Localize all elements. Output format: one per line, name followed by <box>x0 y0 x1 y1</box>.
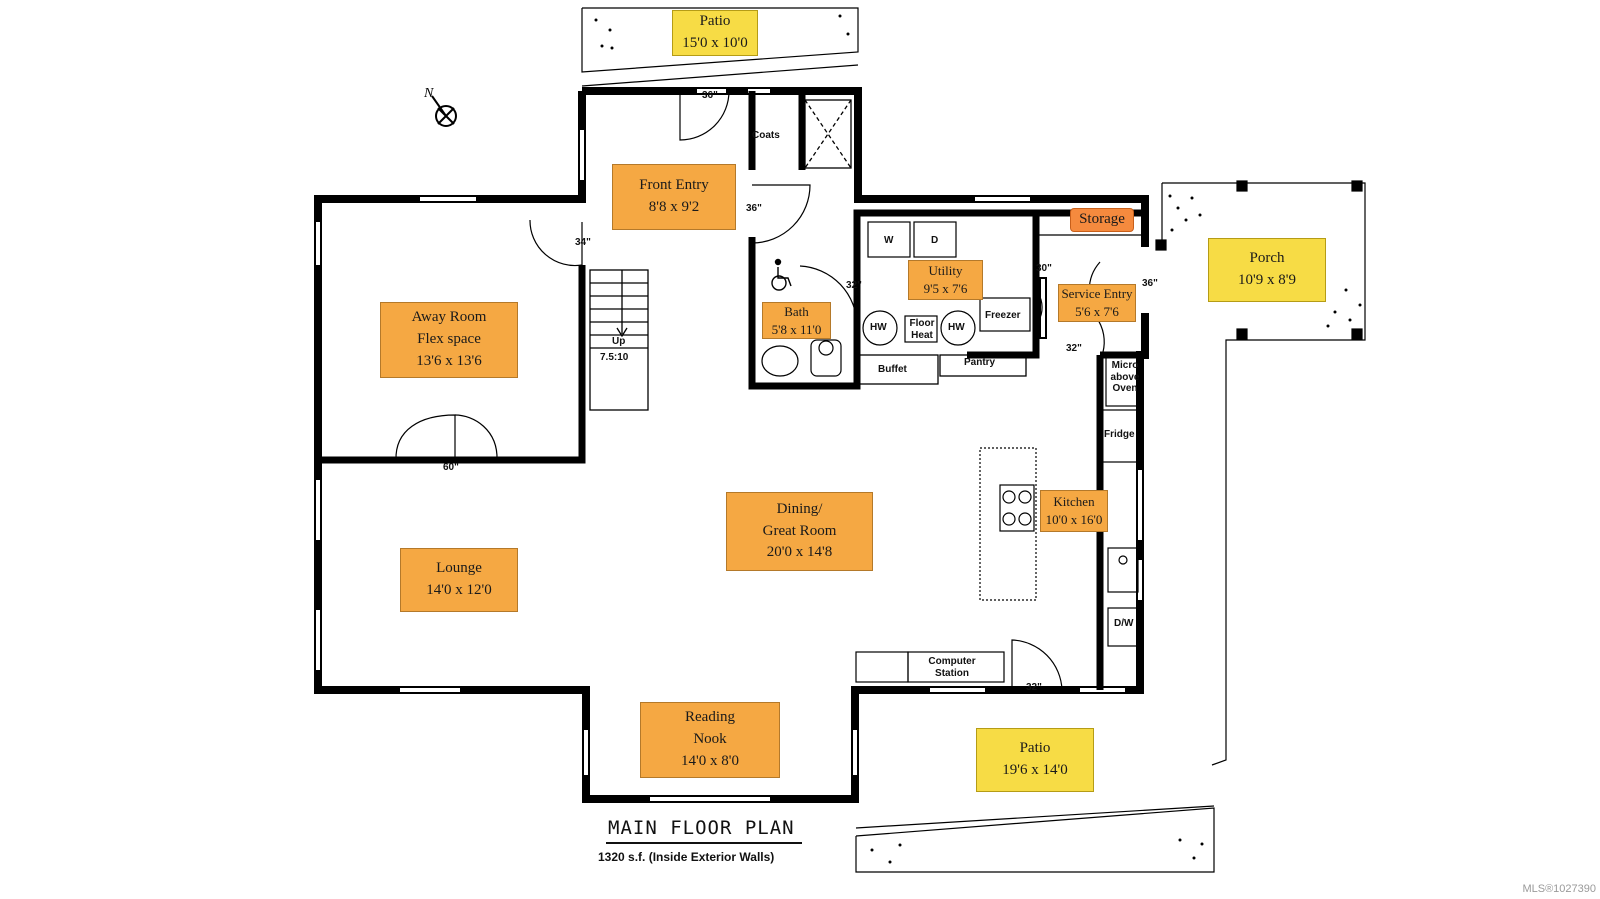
room-name: Front Entry <box>639 177 709 194</box>
room-dims: 15'0 x 10'0 <box>682 35 748 51</box>
door-size-label: 32" <box>846 280 862 291</box>
pantry-label: Pantry <box>964 357 996 368</box>
room-name: Service Entry <box>1061 286 1133 302</box>
room-dims: 14'0 x 12'0 <box>426 582 492 598</box>
computer-station-line1: Computer <box>928 656 976 667</box>
stairs-up-label: Up <box>612 336 626 347</box>
room-label-lounge: Lounge 14'0 x 12'0 <box>400 548 518 612</box>
door-size-label: 36" <box>1142 278 1158 289</box>
room-label-bath: Bath 5'8 x 11'0 <box>762 302 831 339</box>
door-size-label: 34" <box>575 237 591 248</box>
door-size-label: 36" <box>702 90 718 101</box>
gravel-texture <box>594 14 1362 864</box>
room-name: Patio <box>699 13 731 30</box>
kitchen-cabinets <box>855 355 1143 683</box>
room-name-line2: Flex space <box>417 331 481 348</box>
coats-label: Coats <box>752 130 780 141</box>
room-label-porch: Porch 10'9 x 8'9 <box>1208 238 1326 302</box>
bath-fixtures <box>761 339 842 377</box>
patio-top-outline <box>581 7 859 87</box>
floor-heat-line1: Floor <box>909 318 935 329</box>
room-dims: 10'0 x 16'0 <box>1045 512 1103 527</box>
room-name: Dining/ <box>776 500 823 517</box>
room-name: Away Room <box>411 309 487 326</box>
room-label-front-entry: Front Entry 8'8 x 9'2 <box>612 164 736 230</box>
room-dims: 14'0 x 8'0 <box>681 752 739 769</box>
stairs-ratio-label: 7.5:10 <box>600 352 629 363</box>
room-name: Reading <box>685 709 735 726</box>
room-label-away-room: Away Room Flex space 13'6 x 13'6 <box>380 302 518 378</box>
room-label-patio-top: Patio 15'0 x 10'0 <box>672 10 758 56</box>
microwave-label: Micro above Oven <box>1106 360 1144 395</box>
plan-title: MAIN FLOOR PLAN <box>608 817 795 839</box>
door-size-label: 32" <box>1026 682 1042 693</box>
floor-heat-line2: Heat <box>911 329 933 341</box>
hot-water-label: HW <box>870 322 887 333</box>
room-name-line2: Nook <box>693 731 727 748</box>
room-dims: 8'8 x 9'2 <box>648 199 700 215</box>
door-size-label: 60" <box>443 462 459 473</box>
room-label-dining: Dining/ Great Room 20'0 x 14'8 <box>726 492 873 571</box>
staircase <box>589 269 649 411</box>
room-label-storage: Storage <box>1070 208 1134 232</box>
compass-icon: N <box>420 86 464 137</box>
floor-heat-label: Floor Heat <box>906 318 938 341</box>
dryer-label: D <box>931 235 939 246</box>
room-dims: 5'8 x 11'0 <box>771 321 822 337</box>
room-dims: 19'6 x 14'0 <box>1002 762 1068 778</box>
room-name: Patio <box>1019 740 1051 757</box>
mls-watermark: MLS®1027390 <box>1522 883 1596 895</box>
room-dims: 20'0 x 14'8 <box>766 544 833 561</box>
washer-label: W <box>884 235 894 246</box>
compass-letter: N <box>424 86 434 101</box>
patio-bottom-outline <box>855 805 1215 873</box>
room-name: Kitchen <box>1053 494 1095 510</box>
microwave-line1: Micro <box>1111 360 1139 371</box>
buffet-label: Buffet <box>878 364 907 375</box>
room-name: Storage <box>1079 211 1125 228</box>
room-name-line2: Great Room <box>762 522 837 539</box>
room-dims: 9'5 x 7'6 <box>923 281 968 296</box>
fridge-label: Fridge <box>1104 429 1135 440</box>
room-name: Bath <box>784 303 809 319</box>
microwave-line2: above <box>1110 371 1140 383</box>
coat-closet-outline <box>804 99 852 169</box>
room-name: Lounge <box>436 560 482 577</box>
freezer-label: Freezer <box>985 310 1021 321</box>
plan-subtitle: 1320 s.f. (Inside Exterior Walls) <box>598 850 775 864</box>
porch-outline <box>1155 180 1366 766</box>
room-label-utility: Utility 9'5 x 7'6 <box>908 260 983 300</box>
hot-water-label: HW <box>948 322 965 333</box>
door-size-label: 30" <box>1036 263 1052 274</box>
dishwasher-label: D/W <box>1114 618 1134 629</box>
computer-station-line2: Station <box>935 667 969 679</box>
microwave-line3: Oven <box>1112 383 1138 394</box>
accessible-icon <box>771 258 792 291</box>
door-size-label: 32" <box>1066 343 1082 354</box>
room-name: Porch <box>1249 250 1285 267</box>
room-label-service-entry: Service Entry 5'6 x 7'6 <box>1058 284 1136 322</box>
room-label-reading-nook: Reading Nook 14'0 x 8'0 <box>640 702 780 778</box>
utility-fixtures <box>862 221 1145 346</box>
title-underline <box>606 842 802 844</box>
room-label-patio-bottom: Patio 19'6 x 14'0 <box>976 728 1094 792</box>
room-dims: 10'9 x 8'9 <box>1238 272 1296 288</box>
room-dims: 13'6 x 13'6 <box>416 352 482 369</box>
windows <box>316 89 1142 801</box>
room-name: Utility <box>928 263 963 279</box>
door-size-label: 36" <box>746 203 762 214</box>
room-dims: 5'6 x 7'6 <box>1075 304 1119 319</box>
room-label-kitchen: Kitchen 10'0 x 16'0 <box>1040 490 1108 532</box>
computer-station-label: Computer Station <box>920 656 984 679</box>
